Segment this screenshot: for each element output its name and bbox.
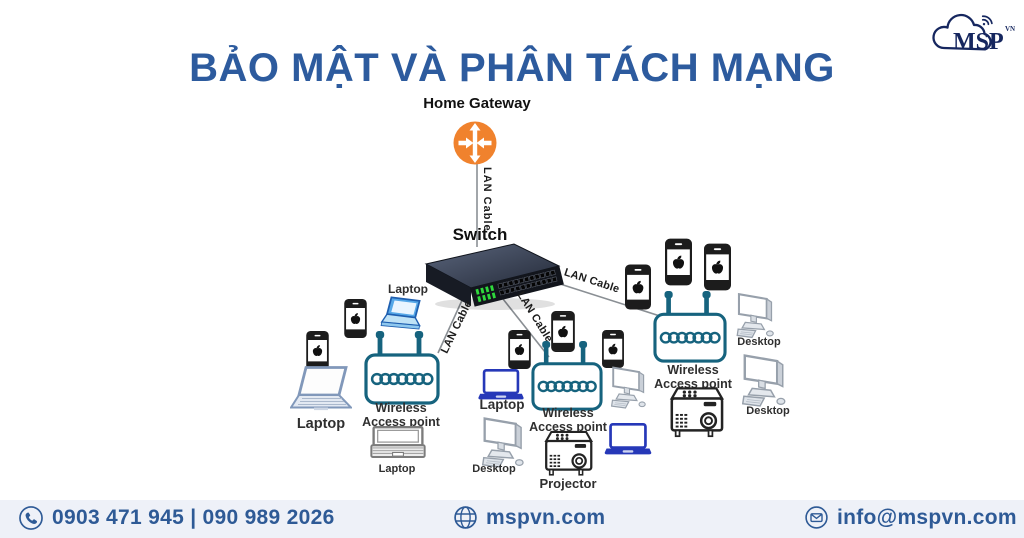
laptop-icon bbox=[370, 423, 426, 463]
desktop-icon bbox=[482, 416, 530, 470]
laptop-label: Laptop bbox=[388, 282, 428, 296]
footer-email: info@mspvn.com bbox=[804, 505, 1017, 530]
laptop-label: Laptop bbox=[378, 463, 416, 475]
iphone-icon bbox=[704, 243, 731, 291]
cable-label-gateway: LAN Cable bbox=[481, 167, 493, 232]
iphone-icon bbox=[625, 264, 651, 310]
wifi-icon bbox=[981, 15, 993, 26]
laptop-label: Laptop bbox=[479, 397, 525, 412]
footer-website-text: mspvn.com bbox=[486, 505, 606, 529]
switch-icon bbox=[424, 243, 564, 310]
footer-email-text: info@mspvn.com bbox=[837, 505, 1017, 529]
wireless-access-point-icon bbox=[653, 291, 727, 363]
laptop-label: Laptop bbox=[296, 416, 346, 432]
logo-superscript: VN bbox=[1005, 25, 1015, 33]
iphone-icon bbox=[508, 330, 531, 369]
desktop-label: Desktop bbox=[737, 336, 781, 348]
wireless-access-point-label: Wireless Access point bbox=[529, 406, 607, 434]
page-title: BẢO MẬT VÀ PHÂN TÁCH MẠNG bbox=[189, 46, 835, 90]
laptop-icon bbox=[380, 296, 424, 334]
msp-logo: MSP VN bbox=[932, 13, 1015, 55]
iphone-icon bbox=[665, 238, 692, 286]
iphone-icon bbox=[602, 330, 624, 368]
desktop-icon bbox=[742, 353, 792, 409]
switch-label: Switch bbox=[452, 225, 508, 244]
wireless-access-point-icon bbox=[364, 331, 440, 405]
wireless-access-point-label: Wireless Access point bbox=[362, 401, 440, 429]
desktop-icon bbox=[736, 293, 780, 339]
footer-phone: 0903 471 945 | 090 989 2026 bbox=[18, 505, 335, 531]
laptop-icon bbox=[603, 423, 653, 457]
footer-bar: 0903 471 945 | 090 989 2026 mspvn.com in… bbox=[0, 500, 1024, 538]
laptop-icon bbox=[290, 363, 352, 415]
projector-icon bbox=[537, 428, 597, 480]
iphone-icon bbox=[344, 299, 367, 338]
projector-label: Projector bbox=[539, 476, 597, 491]
projector-icon bbox=[663, 384, 727, 442]
globe-icon bbox=[454, 506, 477, 529]
mail-icon bbox=[805, 506, 828, 529]
phone-icon bbox=[19, 506, 43, 530]
cloud-icon bbox=[932, 13, 992, 51]
home-gateway-label: Home Gateway bbox=[423, 95, 531, 112]
footer-website: mspvn.com bbox=[453, 505, 605, 530]
desktop-icon bbox=[611, 365, 651, 411]
iphone-icon bbox=[551, 311, 575, 352]
desktop-label: Desktop bbox=[472, 463, 516, 475]
home-gateway-router-icon bbox=[453, 121, 497, 165]
desktop-label: Desktop bbox=[746, 405, 790, 417]
footer-phone-numbers: 0903 471 945 | 090 989 2026 bbox=[52, 506, 335, 529]
logo-text: MSP bbox=[953, 29, 1004, 55]
